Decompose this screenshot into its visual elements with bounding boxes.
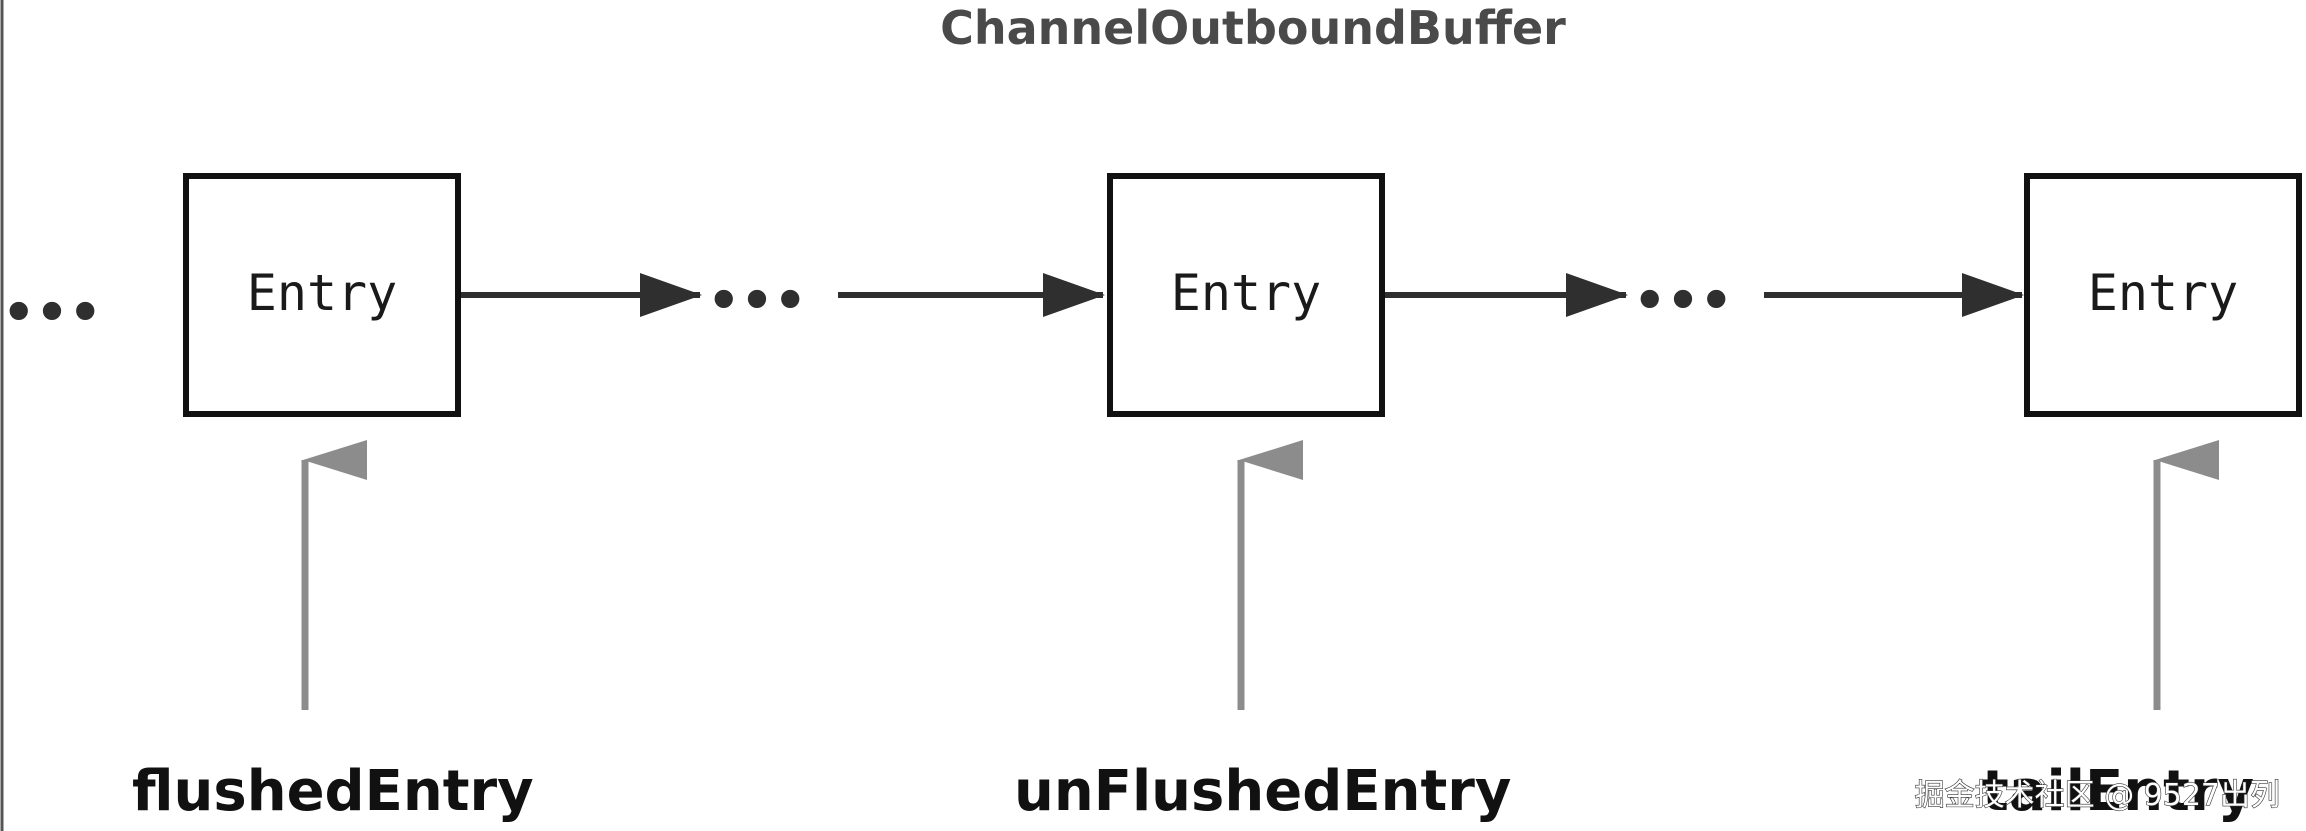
leading-ellipsis: ••• — [2, 283, 102, 343]
middle-ellipsis: ••• — [1633, 271, 1733, 331]
entry-box — [2024, 173, 2302, 417]
entry-node-3: Entry — [2024, 173, 2302, 417]
pointer-label-unflushed-entry: unFlushedEntry — [1014, 759, 1511, 824]
pointer-label-tail-entry: tailEntry — [1982, 759, 2254, 824]
entry-node-1: Entry — [183, 173, 461, 417]
entry-label: Entry — [247, 264, 398, 322]
diagram-title: ChannelOutboundBuffer — [940, 1, 1566, 55]
entry-box — [183, 173, 461, 417]
middle-ellipsis: ••• — [707, 271, 807, 331]
watermark: 掘金技术社区 @ 9527出列 — [1915, 778, 2280, 813]
entry-label: Entry — [1171, 264, 1322, 322]
entry-label: Entry — [2088, 264, 2239, 322]
entry-node-2: Entry — [1107, 173, 1385, 417]
entry-box — [1107, 173, 1385, 417]
pointer-label-flushed-entry: flushedEntry — [132, 759, 534, 824]
